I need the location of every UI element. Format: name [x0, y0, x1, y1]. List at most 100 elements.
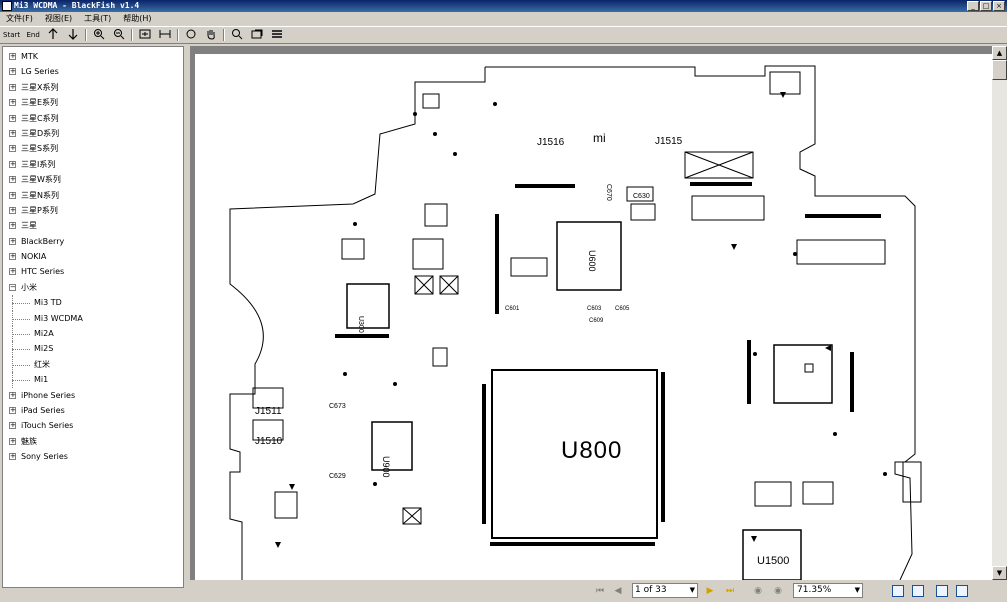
vertical-scrollbar[interactable]: ▲ ▼	[992, 46, 1007, 580]
expand-icon[interactable]: +	[9, 221, 16, 230]
expand-icon[interactable]: +	[9, 390, 16, 399]
tree-child-item[interactable]: Mi2S	[3, 341, 183, 357]
tree-item[interactable]: −小米	[3, 280, 183, 295]
document-viewer[interactable]: J1516 mi J1515 U800 J1511 J1510 U1500 U9…	[190, 46, 992, 580]
expand-icon[interactable]: +	[9, 236, 16, 245]
tree-item-label: Mi1	[34, 375, 49, 385]
arrow-down-icon[interactable]	[66, 28, 80, 42]
page-selector[interactable]: 1 of 33 ▼	[632, 583, 698, 598]
expand-icon[interactable]: +	[9, 128, 16, 137]
fit-width-icon[interactable]	[158, 28, 172, 42]
tree-item[interactable]: +三星E系列	[3, 95, 183, 110]
expand-icon[interactable]: +	[9, 159, 16, 168]
back-icon[interactable]: ◉	[754, 586, 762, 596]
tree-item[interactable]: + MTK	[3, 49, 183, 64]
expand-icon[interactable]: +	[9, 405, 16, 414]
tree-item[interactable]: +三星N系列	[3, 188, 183, 203]
forward-icon[interactable]: ◉	[774, 586, 782, 596]
arrow-up-icon[interactable]	[46, 28, 60, 42]
pane-splitter[interactable]	[185, 46, 190, 588]
list-icon[interactable]	[270, 28, 284, 42]
previous-page-icon[interactable]: ◀	[614, 586, 622, 596]
close-button[interactable]: ×	[993, 1, 1005, 11]
tree-item[interactable]: +iTouch Series	[3, 418, 183, 433]
label-u1500: U1500	[757, 555, 789, 567]
expand-icon[interactable]: +	[9, 421, 16, 430]
expand-icon[interactable]: +	[9, 113, 16, 122]
collapse-icon[interactable]: −	[9, 282, 16, 291]
tree-item[interactable]: +LG Series	[3, 64, 183, 79]
fit-page-icon[interactable]	[138, 28, 152, 42]
hand-tool-icon[interactable]	[204, 28, 218, 42]
label-c601: C601	[505, 306, 520, 312]
scroll-thumb[interactable]	[992, 60, 1007, 80]
continuous-view-icon[interactable]	[912, 585, 924, 597]
last-page-icon[interactable]: ⏭	[725, 586, 735, 596]
expand-icon[interactable]: +	[9, 98, 16, 107]
expand-icon[interactable]: +	[9, 205, 16, 214]
label-u600: U600	[587, 250, 597, 272]
next-page-icon[interactable]: ▶	[706, 586, 714, 596]
start-button[interactable]: Start	[3, 31, 21, 39]
menu-help[interactable]: 帮助(H)	[123, 14, 152, 23]
expand-icon[interactable]: +	[9, 82, 16, 91]
maximize-button[interactable]: □	[980, 1, 992, 11]
scroll-up-icon[interactable]: ▲	[992, 46, 1007, 60]
menu-view[interactable]: 视图(E)	[44, 14, 73, 23]
tree-item[interactable]: +BlackBerry	[3, 234, 183, 249]
tree-item-label: MTK	[21, 52, 39, 61]
tree-item[interactable]: + 三星I系列	[3, 157, 183, 172]
facing-view-icon[interactable]	[936, 585, 948, 597]
toolbar-separator	[177, 29, 180, 41]
tree-item[interactable]: +Sony Series	[3, 449, 183, 464]
tree-item[interactable]: +iPad Series	[3, 403, 183, 418]
expand-icon[interactable]: +	[9, 144, 16, 153]
zoom-in-icon[interactable]	[92, 28, 106, 42]
tree-item-label: 魅族	[21, 436, 37, 446]
tree-item[interactable]: +三星W系列	[3, 172, 183, 187]
tree-item[interactable]: +NOKIA	[3, 249, 183, 264]
tree-item[interactable]: + 魅族	[3, 434, 183, 449]
single-page-view-icon[interactable]	[892, 585, 904, 597]
tree-item[interactable]: +三星	[3, 218, 183, 233]
continuous-facing-view-icon[interactable]	[956, 585, 968, 597]
tree-item[interactable]: +三星D系列	[3, 126, 183, 141]
tree-item-label: Mi3 TD	[34, 298, 62, 308]
tree-item-label: 三星I系列	[21, 159, 56, 169]
tree-item[interactable]: +三星X系列	[3, 80, 183, 95]
tree-item[interactable]: +HTC Series	[3, 264, 183, 279]
tree-child-item[interactable]: 红米	[3, 356, 183, 373]
expand-icon[interactable]: +	[9, 67, 16, 76]
menu-file[interactable]: 文件(F)	[6, 14, 33, 23]
tree-child-item[interactable]: Mi3 TD	[3, 295, 183, 311]
expand-icon[interactable]: +	[9, 267, 16, 276]
expand-icon[interactable]: +	[9, 252, 16, 261]
search-icon[interactable]	[230, 28, 244, 42]
scroll-down-icon[interactable]: ▼	[992, 566, 1007, 580]
export-icon[interactable]	[250, 28, 264, 42]
expand-icon[interactable]: +	[9, 190, 16, 199]
tree-item[interactable]: +三星P系列	[3, 203, 183, 218]
zoom-selector[interactable]: 71.35% ▼	[793, 583, 863, 598]
tree-child-item[interactable]: Mi1	[3, 372, 183, 388]
tree-item[interactable]: +iPhone Series	[3, 388, 183, 403]
rotate-icon[interactable]	[184, 28, 198, 42]
pcb-layout-drawing: J1516 mi J1515 U800 J1511 J1510 U1500 U9…	[229, 65, 922, 580]
tree-item[interactable]: +三星C系列	[3, 111, 183, 126]
expand-icon[interactable]: +	[9, 52, 16, 60]
minimize-button[interactable]: _	[967, 1, 979, 11]
expand-icon[interactable]: +	[9, 175, 16, 184]
zoom-out-icon[interactable]	[112, 28, 126, 42]
menu-tools[interactable]: 工具(T)	[84, 14, 112, 23]
tree-item-label: Mi3 WCDMA	[34, 313, 83, 323]
label-c609: C609	[589, 318, 604, 324]
tree-child-item[interactable]: Mi2A	[3, 326, 183, 342]
end-button[interactable]: End	[26, 31, 40, 39]
tree-item[interactable]: + 三星S系列	[3, 141, 183, 156]
tree-child-item[interactable]: Mi3 WCDMA	[3, 310, 183, 327]
expand-icon[interactable]: +	[9, 452, 16, 461]
expand-icon[interactable]: +	[9, 436, 16, 445]
tree-connector-line	[12, 334, 30, 336]
first-page-icon[interactable]: ⏮	[595, 586, 605, 596]
tree-item-label: 三星S系列	[21, 144, 59, 154]
